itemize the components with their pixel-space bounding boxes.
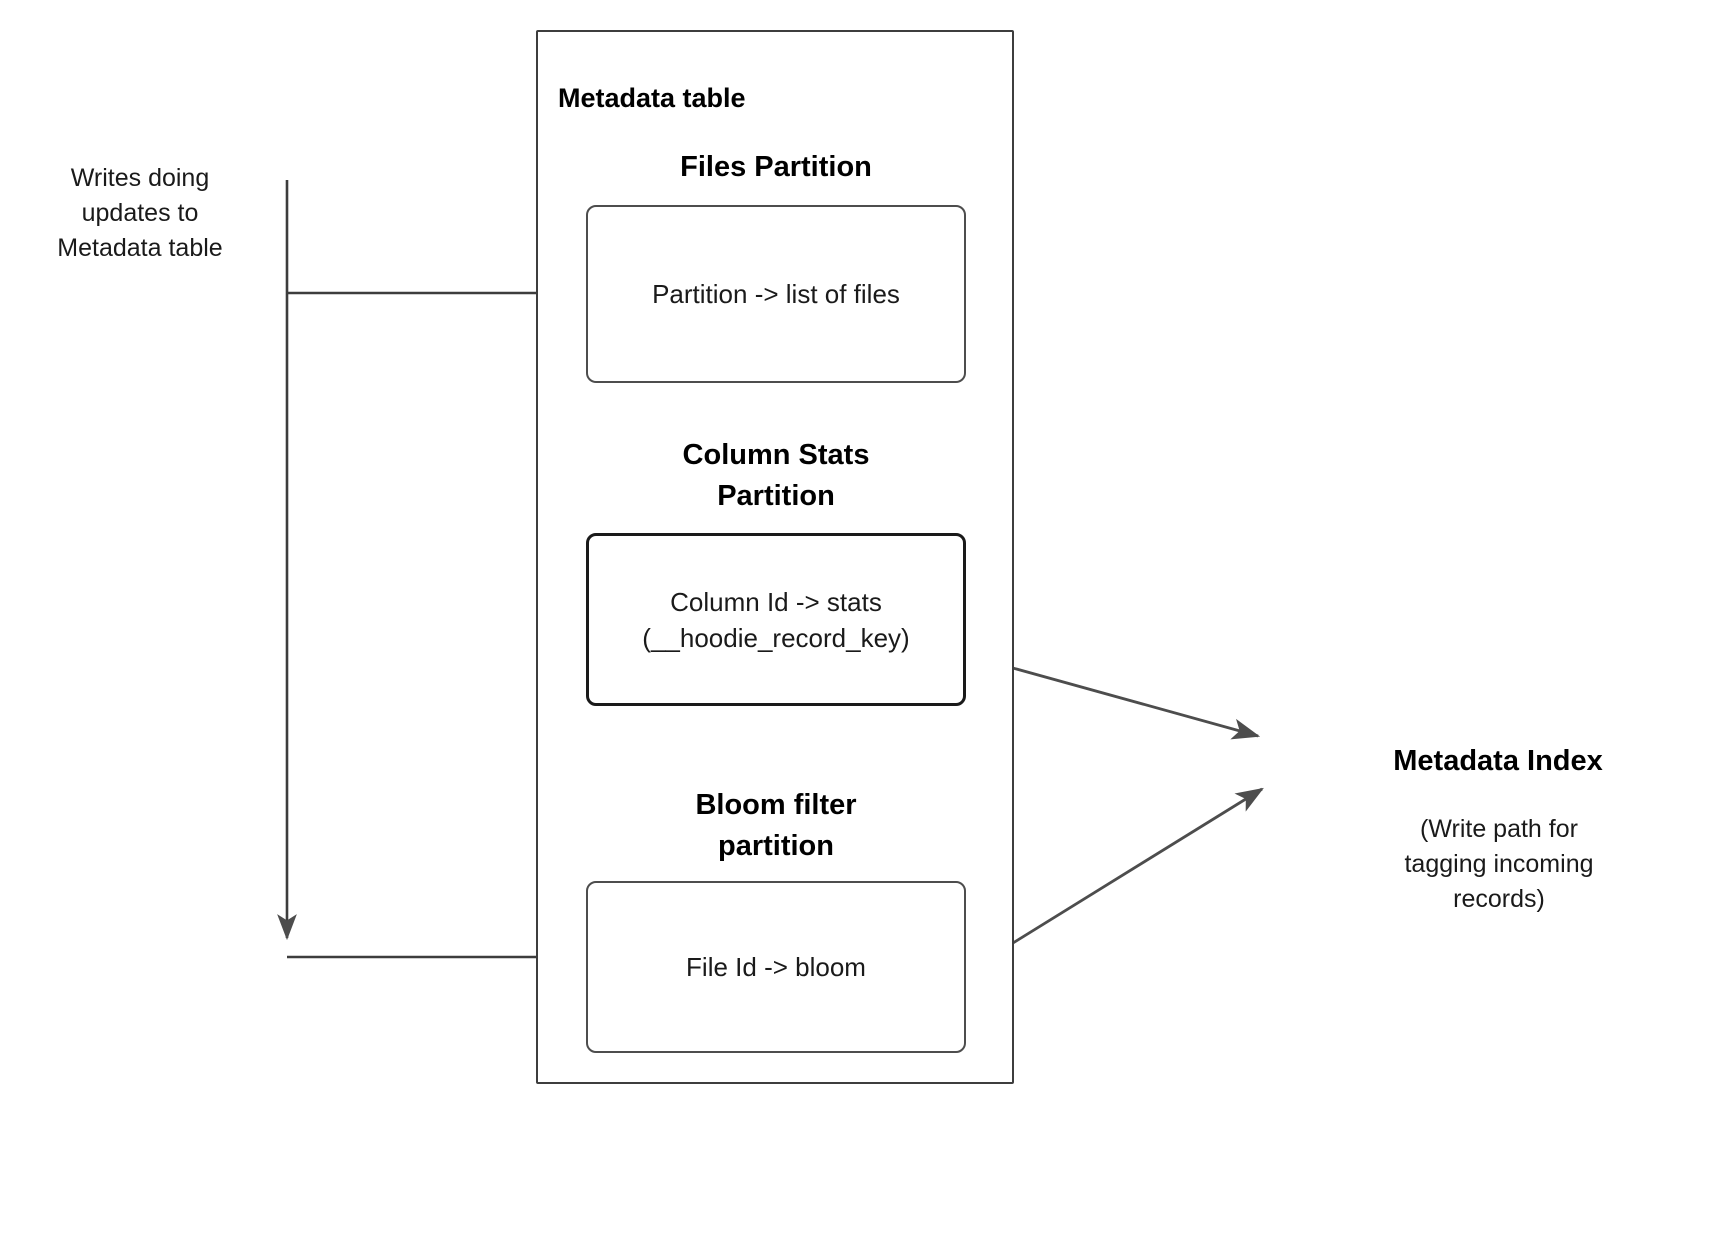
- column-stats-partition-heading-line-2: Partition: [717, 480, 835, 512]
- metadata-index-note-line-2: tagging incoming: [1404, 849, 1594, 878]
- bloom-filter-partition-heading: Bloom filter partition: [586, 784, 966, 868]
- files-partition-box: Partition -> list of files: [586, 205, 966, 383]
- metadata-index-note: (Write path for tagging incoming records…: [1300, 808, 1698, 920]
- bloom-filter-partition-heading-line-2: partition: [718, 830, 834, 862]
- metadata-index-note-line-1: (Write path for: [1420, 814, 1578, 843]
- bloom-filter-partition-box-text: File Id -> bloom: [588, 883, 964, 1051]
- writes-note-line-3: Metadata table: [57, 233, 223, 262]
- files-partition-heading: Files Partition: [586, 147, 966, 187]
- column-stats-partition-box-line-1: Column Id -> stats: [670, 586, 882, 617]
- column-stats-partition-box-text: Column Id -> stats (__hoodie_record_key): [589, 536, 963, 703]
- connector-column-stats-to-metadata-index: [965, 653, 1261, 740]
- column-stats-partition-heading: Column Stats Partition: [586, 434, 966, 518]
- connector-bloom-to-metadata-index: [965, 787, 1264, 974]
- column-stats-partition-heading-line-1: Column Stats: [682, 439, 870, 471]
- column-stats-partition-box: Column Id -> stats (__hoodie_record_key): [586, 533, 966, 706]
- column-stats-partition-box-line-2: (__hoodie_record_key): [642, 622, 910, 653]
- writes-note-line-2: updates to: [81, 198, 199, 227]
- writes-note-line-1: Writes doing: [70, 163, 210, 192]
- writes-note: Writes doing updates to Metadata table: [10, 158, 270, 268]
- metadata-table-title: Metadata table: [558, 83, 746, 113]
- files-partition-box-line-1: Partition -> list of files: [652, 279, 900, 309]
- files-partition-heading-line-1: Files Partition: [680, 150, 872, 183]
- bloom-filter-partition-box-line-1: File Id -> bloom: [686, 952, 866, 982]
- files-partition-box-text: Partition -> list of files: [588, 207, 964, 381]
- metadata-index-note-line-3: records): [1453, 884, 1545, 913]
- metadata-index-title: Metadata Index: [1393, 744, 1603, 777]
- bloom-filter-partition-heading-line-1: Bloom filter: [695, 789, 857, 821]
- bloom-filter-partition-box: File Id -> bloom: [586, 881, 966, 1053]
